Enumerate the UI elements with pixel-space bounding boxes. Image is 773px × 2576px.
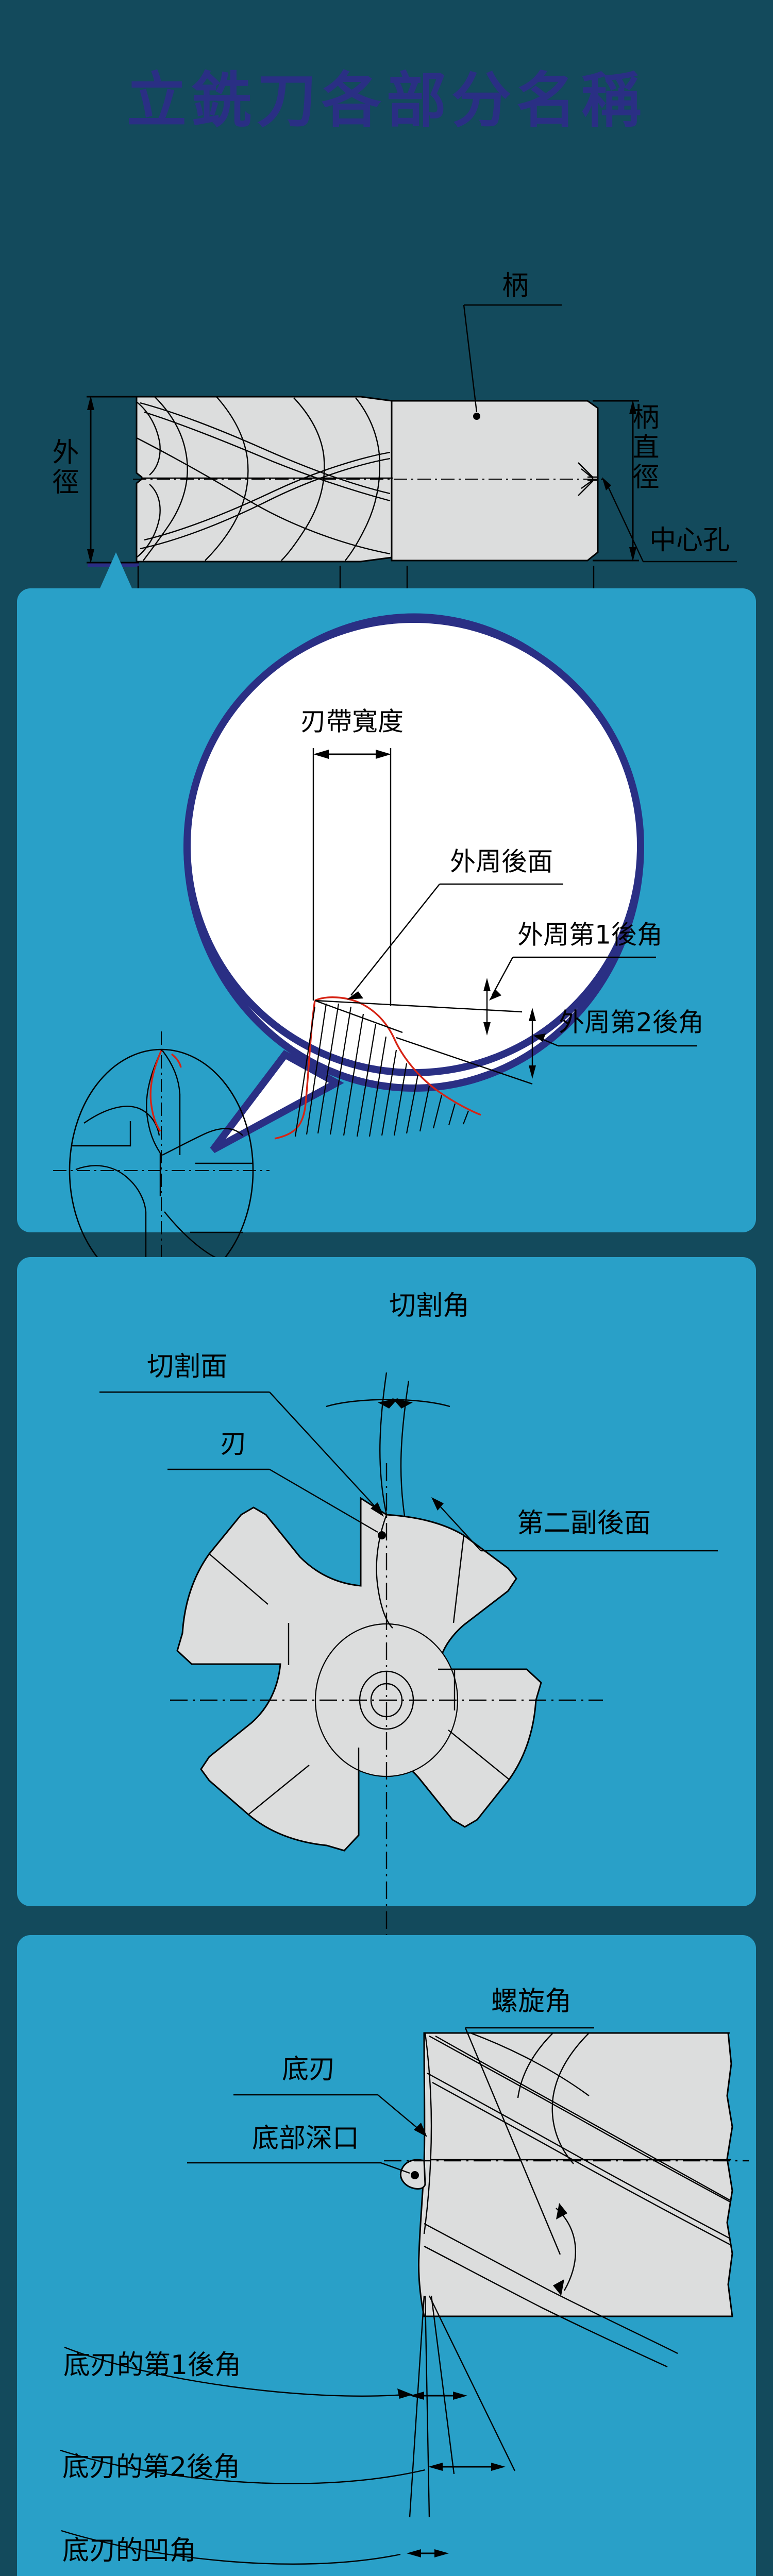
label-helix-angle: 螺旋角 [491,1986,572,2017]
label-peripheral-relief-face: 外周後面 [450,847,553,877]
relief-detail-drawing: 刃帶寬度 [53,613,704,1310]
label-outer-diameter-char1: 外徑 [47,438,78,498]
label-second-relief-angle: 外周第2後角 [559,1008,704,1038]
panel-bottom-edge-view: 螺旋角 底刃 底部深口 [17,1935,756,2576]
label-center-hole: 中心孔 [649,525,730,556]
end-view-drawing: 切割角 切割面 刃 第二副後面 [99,1291,718,1937]
callout-pointer-tab [99,552,132,589]
bottom-edge-drawing: 螺旋角 底刃 底部深口 [60,1986,749,2566]
label-bottom-concave-angle: 底刃的凹角 [62,2535,196,2566]
label-margin-width: 刃帶寬度 [300,707,404,737]
panel-peripheral-relief-detail: 刃帶寬度 [17,552,756,1310]
label-second-secondary-relief-face: 第二副後面 [517,1508,651,1539]
label-bottom-first-relief-angle: 底刃的第1後角 [63,2350,241,2381]
label-shank-diameter: 柄直徑 [628,403,659,493]
label-bottom-gash: 底部深口 [252,2123,359,2154]
label-cutting-edge: 刃 [220,1429,247,1460]
label-rake-angle: 切割角 [389,1291,469,1321]
label-rake-face: 切割面 [147,1351,227,1382]
panel-end-view: 切割角 切割面 刃 第二副後面 [17,1257,756,1937]
overall-view-drawing: 外徑 柄 柄直徑 中心孔 [47,270,737,685]
label-bottom-second-relief-angle: 底刃的第2後角 [62,2452,240,2483]
label-first-relief-angle: 外周第1後角 [517,920,663,950]
panel-overall-view: 外徑 柄 柄直徑 中心孔 [0,170,773,685]
label-shank: 柄 [502,270,529,301]
label-bottom-edge: 底刃 [282,2054,335,2085]
page-title: 立銑刀各部分名稱 [127,66,646,135]
